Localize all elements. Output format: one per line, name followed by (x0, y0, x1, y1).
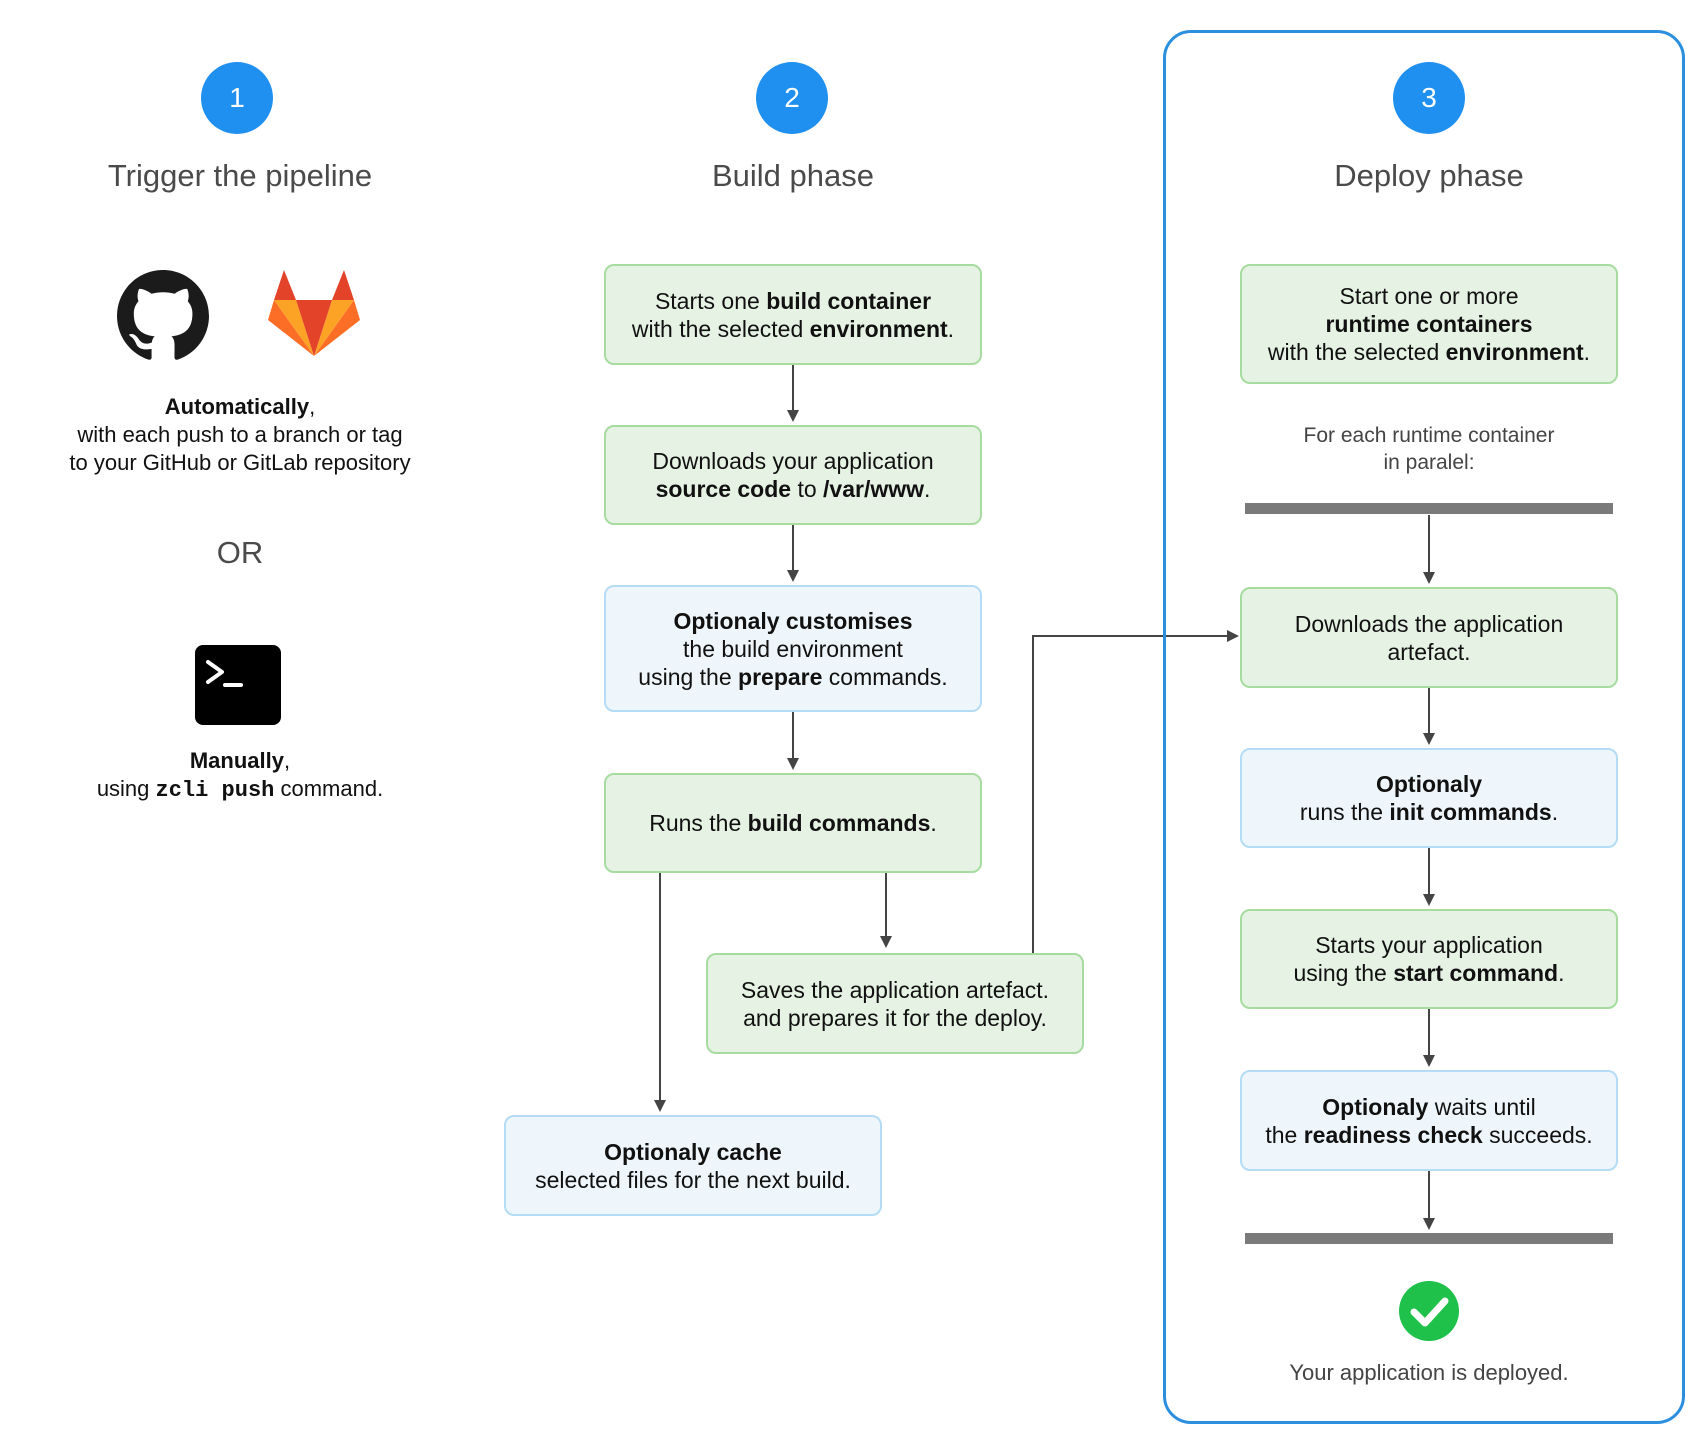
deploy-readiness-box: Optionaly waits until the readiness chec… (1240, 1070, 1618, 1171)
arrow-save-to-deploy-download (1032, 630, 1239, 953)
trigger-phase-title: Trigger the pipeline (107, 158, 373, 193)
terminal-icon (195, 645, 281, 725)
build-download-source-box: Downloads your application source code t… (604, 425, 982, 525)
deploy-start-runtime-box: Start one or more runtime containers wit… (1240, 264, 1618, 384)
build-run-commands-box: Runs the build commands. (604, 773, 982, 873)
deploy-phase-title: Deploy phase (1334, 158, 1524, 193)
github-icon (117, 270, 209, 360)
step-2-badge: 2 (756, 62, 828, 134)
build-cache-box: Optionaly cache selected files for the n… (504, 1115, 882, 1216)
step-1-badge: 1 (201, 62, 273, 134)
check-circle-icon (1399, 1281, 1459, 1341)
build-prepare-box: Optionaly customises the build environme… (604, 585, 982, 712)
build-phase-title: Build phase (711, 158, 874, 193)
or-separator: OR (216, 535, 264, 570)
step-3-badge: 3 (1393, 62, 1465, 134)
build-start-container-box: Starts one build container with the sele… (604, 264, 982, 365)
deploy-init-box: Optionaly runs the init commands. (1240, 748, 1618, 848)
build-save-artefact-box: Saves the application artefact. and prep… (706, 953, 1084, 1054)
gitlab-icon (268, 270, 360, 356)
manual-trigger-text: Manually, using zcli push command. (96, 748, 384, 803)
parallel-note: For each runtime container in paralel: (1303, 424, 1555, 474)
fork-bar (1245, 503, 1613, 514)
deployed-status-text: Your application is deployed. (1289, 1360, 1569, 1385)
deploy-phase-frame (1163, 30, 1685, 1424)
join-bar (1245, 1233, 1613, 1244)
deploy-download-artefact-box: Downloads the application artefact. (1240, 587, 1618, 688)
deploy-start-app-box: Starts your application using the start … (1240, 909, 1618, 1009)
automatic-trigger-text: Automatically, with each push to a branc… (69, 394, 411, 475)
